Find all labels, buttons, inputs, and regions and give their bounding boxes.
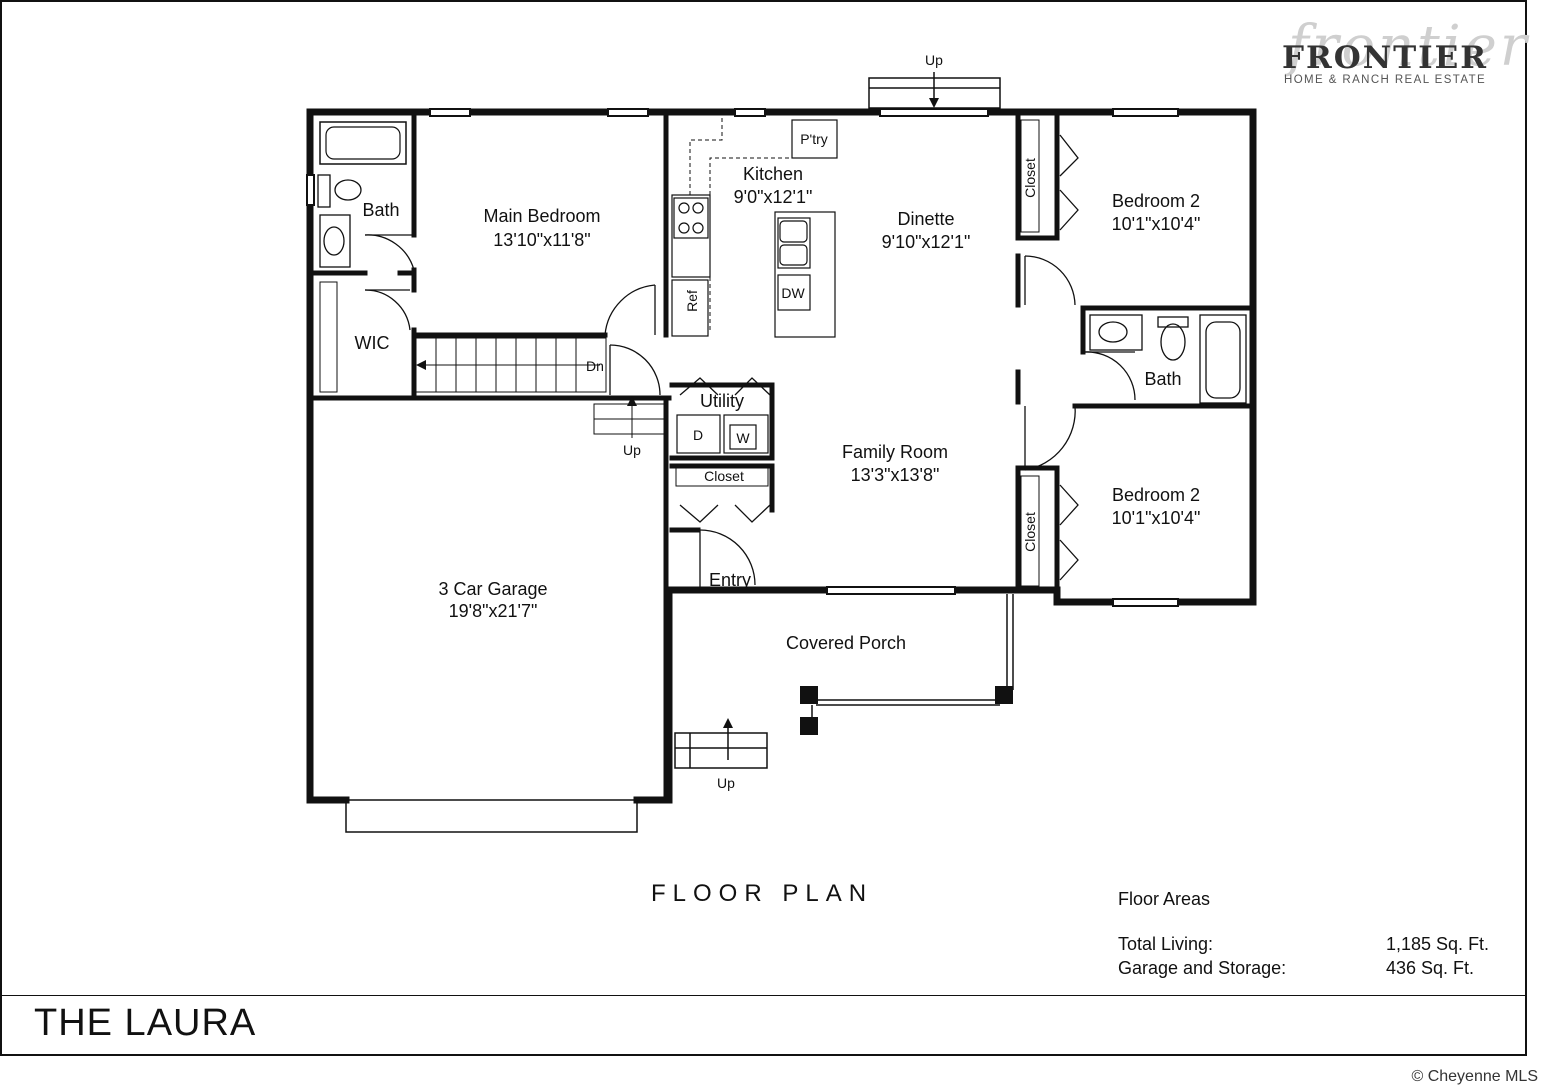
up-label-top: Up [925, 52, 943, 68]
footer-divider [2, 995, 1525, 996]
closet-entry-label: Closet [704, 468, 744, 484]
pantry-label: P'try [800, 131, 828, 147]
washer-label: W [736, 430, 750, 446]
room-bath-main-name: Bath [362, 200, 399, 220]
up-label-porch-step: Up [717, 775, 735, 791]
room-family-room-dims: 13'3"x13'8" [851, 465, 940, 485]
room-main-bedroom-name: Main Bedroom [483, 206, 600, 226]
room-garage-dims: 19'8"x21'7" [449, 601, 538, 621]
stairs-down-label: Dn [586, 358, 604, 374]
dryer-label: D [693, 427, 703, 443]
closet-upper-label: Closet [1022, 158, 1038, 198]
room-garage-name: 3 Car Garage [438, 579, 547, 599]
room-bedroom2-lower-name: Bedroom 2 [1112, 485, 1200, 505]
frontier-logo: frontier FRONTIER HOME & RANCH REAL ESTA… [1282, 14, 1527, 96]
room-dinette-dims: 9'10"x12'1" [882, 232, 971, 252]
logo-brand: FRONTIER [1282, 40, 1489, 76]
room-kitchen-name: Kitchen [743, 164, 803, 184]
room-utility-name: Utility [700, 391, 744, 411]
floor-plan-heading: FLOOR PLAN [651, 880, 874, 907]
room-covered-porch-name: Covered Porch [786, 633, 906, 653]
up-label-garage-step: Up [623, 442, 641, 458]
area-row-value: 436 Sq. Ft. [1386, 958, 1475, 978]
plan-title: THE LAURA [34, 1002, 257, 1044]
room-family-room-name: Family Room [842, 442, 948, 462]
logo-tagline: HOME & RANCH REAL ESTATE [1284, 74, 1487, 86]
closet-lower-label: Closet [1022, 512, 1038, 552]
room-bedroom2-upper-dims: 10'1"x10'4" [1112, 214, 1201, 234]
room-kitchen-dims: 9'0"x12'1" [734, 187, 813, 207]
refrigerator-label: Ref [684, 290, 700, 312]
room-bedroom2-lower-dims: 10'1"x10'4" [1112, 508, 1201, 528]
copyright-notice: © Cheyenne MLS [1411, 1068, 1538, 1085]
page-frame [0, 0, 1527, 1056]
room-dinette-name: Dinette [897, 209, 954, 229]
area-row-label: Garage and Storage: [1118, 958, 1287, 978]
room-main-bedroom-dims: 13'10"x11'8" [493, 230, 590, 250]
room-wic-name: WIC [355, 333, 390, 353]
room-entry-name: Entry [709, 570, 751, 590]
room-bath-hall-name: Bath [1144, 369, 1181, 389]
logo-script-watermark: frontier [1288, 14, 1530, 79]
area-row-value: 1,185 Sq. Ft. [1386, 934, 1490, 954]
dishwasher-label: DW [781, 285, 805, 301]
floor-areas-heading: Floor Areas [1118, 889, 1211, 909]
area-row-label: Total Living: [1118, 934, 1214, 954]
room-bedroom2-upper-name: Bedroom 2 [1112, 191, 1200, 211]
